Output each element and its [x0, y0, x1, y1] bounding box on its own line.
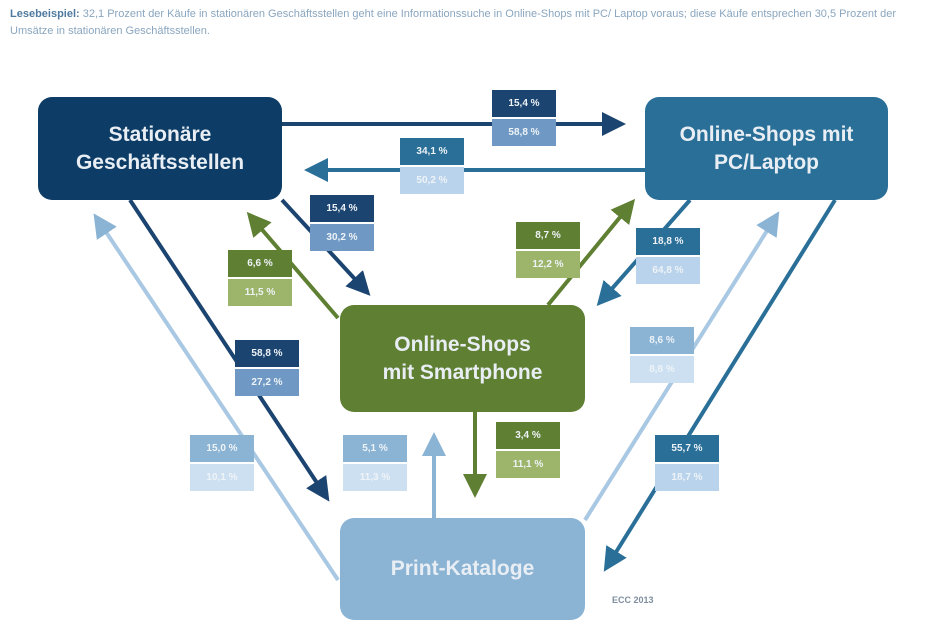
node-stationary: Stationäre Geschäftsstellen	[38, 97, 282, 200]
label-stat-to-smart: 15,4 %30,2 %	[310, 195, 374, 251]
label-stat-to-pc: 15,4 %58,8 %	[492, 90, 556, 146]
label-print-to-stat: 15,0 %10,1 %	[190, 435, 254, 491]
label-pc-to-smart: 18,8 %64,8 %	[636, 228, 700, 284]
caption-text: 32,1 Prozent der Käufe in stationären Ge…	[10, 8, 897, 37]
node-pc: Online-Shops mit PC/Laptop	[645, 97, 888, 200]
arrow-print-to-stat	[93, 213, 340, 582]
label-pc-to-print: 55,7 %18,7 %	[655, 435, 719, 491]
node-smartphone: Online-Shops mit Smartphone	[340, 305, 585, 412]
caption-lead: Lesebeispiel:	[10, 8, 80, 20]
arrow-smart-to-pc	[546, 198, 636, 307]
label-stat-to-print: 58,8 %27,2 %	[235, 340, 299, 396]
label-smart-to-stat: 6,6 %11,5 %	[228, 250, 292, 306]
label-pc-to-stat: 34,1 %50,2 %	[400, 138, 464, 194]
node-print: Print-Kataloge	[340, 518, 585, 620]
source-note: ECC 2013	[612, 595, 654, 605]
arrow-pc-to-print	[603, 198, 837, 572]
label-print-to-pc: 8,6 %8,8 %	[630, 327, 694, 383]
label-print-to-smart: 5,1 %11,3 %	[343, 435, 407, 491]
label-smart-to-pc: 8,7 %12,2 %	[516, 222, 580, 278]
label-smart-to-print: 3,4 %11,1 %	[496, 422, 560, 478]
arrow-smart-to-stat	[246, 211, 340, 320]
arrow-stat-to-print	[128, 198, 330, 502]
caption: Lesebeispiel: 32,1 Prozent der Käufe in …	[10, 6, 910, 40]
